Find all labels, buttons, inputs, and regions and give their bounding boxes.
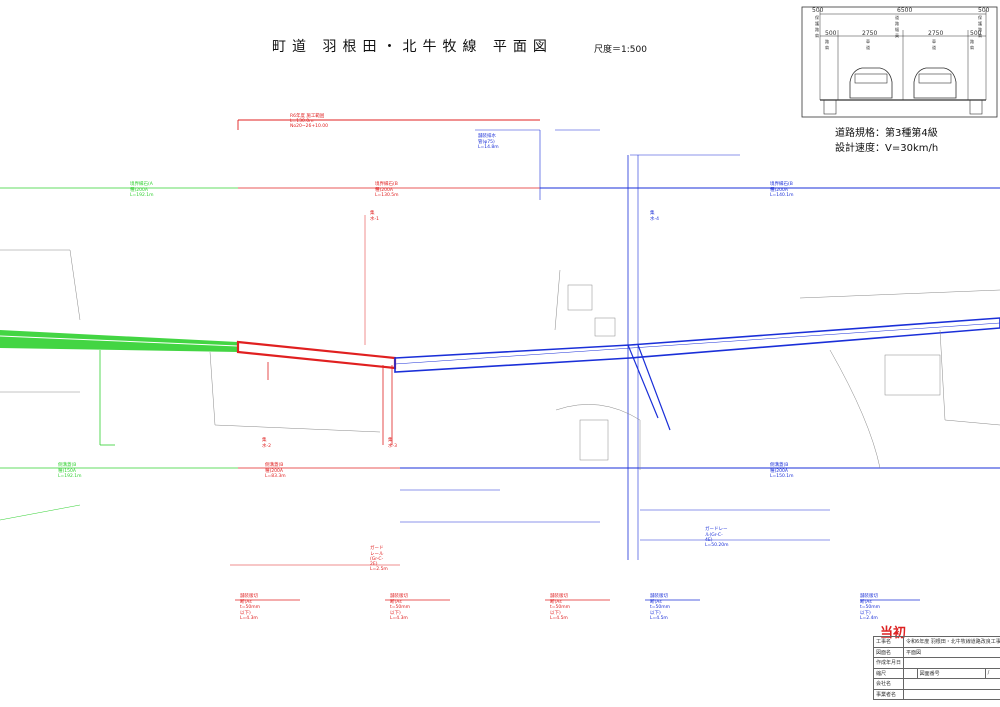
cross-section-diagram (801, 6, 998, 118)
pave-4-label: 舗装版切断(As t=50mm以下) L=4.5m (650, 594, 671, 621)
title-block-value (903, 667, 918, 679)
title-block-value: 令和6年度 羽根田・北牛牧線道路改良工事 (903, 636, 1000, 648)
title-block-key: 縮尺 (872, 667, 905, 679)
dim-shoulder-left: 500 (812, 7, 824, 14)
title-block-value (903, 678, 1000, 690)
curb-left-label: 境界縁石(A種)200A L=192.1m (130, 182, 154, 198)
pave-5-label: 舗装版切断(As t=50mm以下) L=2.4m (860, 594, 881, 621)
title-block-key: 作成年月日 (872, 657, 905, 669)
label-total: 道路幅員 (895, 15, 899, 38)
lower-right-label: 側溝蓋(B種)200A L=150.1m (770, 463, 794, 479)
title-block-value: 平面図 (903, 646, 1000, 658)
title-block-value (903, 688, 1000, 700)
design-speed: 設計速度：V=30km/h (835, 143, 939, 154)
label-lane-right: 車道 (932, 39, 936, 50)
label-shoulder-right: 保護路肩 (978, 15, 982, 38)
title-block-value: / (984, 667, 1000, 679)
drawing-title: 町道 羽根田・北牛牧線 平面図 (272, 39, 553, 55)
pave-2-label: 舗装版切断(As t=50mm以下) L=4.3m (390, 594, 411, 621)
title-block-key: 工事名 (872, 636, 905, 648)
road-class: 道路規格：第3種第4級 (835, 128, 938, 139)
inlet-4-label: 集水-4 (650, 211, 659, 222)
dim-lane-right: 2750 (928, 30, 944, 37)
road-section-red (230, 119, 610, 601)
title-block-value (903, 657, 1000, 669)
label-edge-left: 路肩 (825, 39, 829, 50)
inlet-2-label: 集水-2 (262, 438, 271, 449)
lower-left-label: 側溝蓋(B種)150A L=192.1m (58, 463, 82, 479)
inlet-3-label: 集水-3 (388, 438, 397, 449)
curb-mid-label: 境界縁石(B種)200A L=130.5m (375, 182, 399, 198)
title-block-key: 会社名 (872, 678, 905, 690)
title-block-row: 事業者名 (872, 688, 1000, 700)
title-block: 工事名 令和6年度 羽根田・北牛牧線道路改良工事 図面名 平面図 作成年月日 縮… (872, 636, 1000, 700)
this-year-range: R6年度 施工範囲 L=130.0m No20~26+10.00 (290, 114, 328, 129)
lower-mid-label: 側溝蓋(B種)200A L=83.3m (265, 463, 286, 479)
pave-3-label: 舗装版切断(As t=50mm以下) L=4.5m (550, 594, 571, 621)
dim-inner-right: 500 (970, 30, 982, 37)
drain-top-label: 舗装排水管(φ75) L=14.8m (478, 134, 499, 150)
title-block-key: 図面名 (872, 646, 905, 658)
road-section-green (0, 187, 239, 521)
title-block-key: 図面番号 (916, 667, 986, 679)
label-edge-right: 路肩 (970, 39, 974, 50)
inlet-1-label: 集水-1 (370, 211, 379, 222)
pave-1-label: 舗装版切断(As t=50mm以下) L=4.3m (240, 594, 261, 621)
label-lane-left: 車道 (866, 39, 870, 50)
dim-lane-left: 2750 (862, 30, 878, 37)
guard-right-label: ガードレール(Gr-C-4E) L=50.20m (705, 527, 729, 548)
guard-left-label: ガードレール(Gr-C-2E) L=2.5m (370, 546, 388, 572)
title-block-row: 工事名 令和6年度 羽根田・北牛牧線道路改良工事 (872, 636, 1000, 648)
dim-total: 6500 (897, 7, 913, 14)
curb-right-label: 境界縁石(B種)200A L=140.1m (770, 182, 794, 198)
site-outlines (0, 249, 1000, 470)
title-block-key: 事業者名 (872, 688, 905, 700)
drawing-scale: 尺度＝1:500 (594, 45, 647, 55)
title-block-row: 会社名 (872, 678, 1000, 690)
dim-inner-left: 500 (825, 30, 837, 37)
title-block-row: 縮尺 図面番号 / (872, 667, 1000, 679)
dim-shoulder-right: 500 (978, 7, 990, 14)
title-block-row: 作成年月日 (872, 657, 1000, 669)
road-section-blue (394, 129, 1000, 601)
title-block-row: 図面名 平面図 (872, 646, 1000, 658)
label-shoulder-left: 保護路肩 (815, 15, 819, 38)
